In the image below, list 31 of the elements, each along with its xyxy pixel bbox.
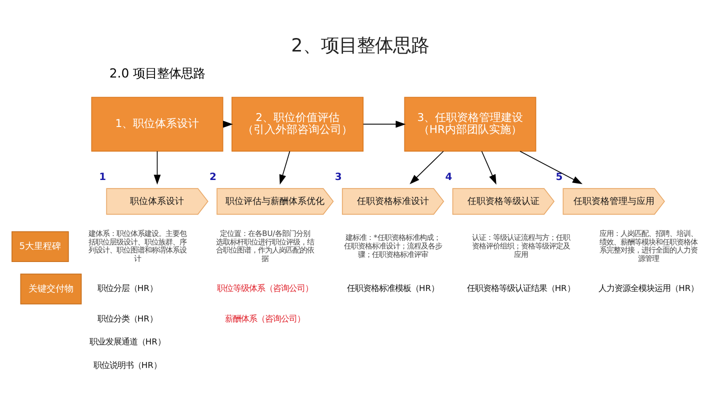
node-box: 2、职位价值评估 （引入外部咨询公司） <box>232 96 364 152</box>
label: 任职资格等级认证结果（HR） <box>466 283 575 294</box>
node-label: 认证：等级认证流程与方；任职资格评价组织；资格等级评定及应用 <box>472 233 570 259</box>
arrow <box>520 150 583 184</box>
label: 职位等级体系（咨询公司） <box>217 283 314 294</box>
arrow <box>154 150 161 185</box>
node-label: 1 <box>99 172 106 183</box>
label: 职位分层（HR） <box>97 283 158 294</box>
node-label: 5 <box>556 172 563 183</box>
node-label: 建体系：职位体系建设。主要包括职位层级设计、职位族群、序列设计、职位图谱和称谓体系设计 <box>88 229 186 263</box>
label: 职业发展通道（HR） <box>89 336 166 347</box>
arrow <box>362 120 406 128</box>
label: 职位说明书（HR） <box>93 360 162 370</box>
arrow <box>279 150 290 185</box>
node-label: 2 <box>210 172 216 183</box>
node-box: 关键交付物 <box>20 274 82 304</box>
label: 2.0 项目整体思路 <box>109 66 206 81</box>
label: 薪酬体系（咨询公司） <box>225 313 306 324</box>
diagram-title: 2、项目整体思路 <box>291 35 429 56</box>
label: 职位分类（HR） <box>97 313 158 324</box>
label: 人力资源全模块运用（HR） <box>598 283 699 294</box>
arrow <box>481 150 496 185</box>
arrow <box>410 150 444 184</box>
node-label: 定位置：在各BU/各部门分别选取标杆职位进行职位评级，结合职位图谱，作为人岗匹配的依据 <box>216 229 314 263</box>
node-label: 应用：人岗匹配、招聘、培训、绩效、薪酬等模块和任职资格体系完整对接，进行全面的人力资源管理 <box>600 229 698 263</box>
label: 任职资格标准模板（HR） <box>346 283 440 294</box>
node-label: 建标准：*任职资格标准构成；任职资格标准设计；流程及各步骤；任职资格标准评审 <box>344 233 442 259</box>
node-label: 4 <box>445 172 452 183</box>
node-label: 3 <box>334 172 342 183</box>
node-box: 5大里程碑 <box>12 231 69 262</box>
node-box: 3、任职资格管理建设 （HR内部团队实施） <box>404 96 536 152</box>
